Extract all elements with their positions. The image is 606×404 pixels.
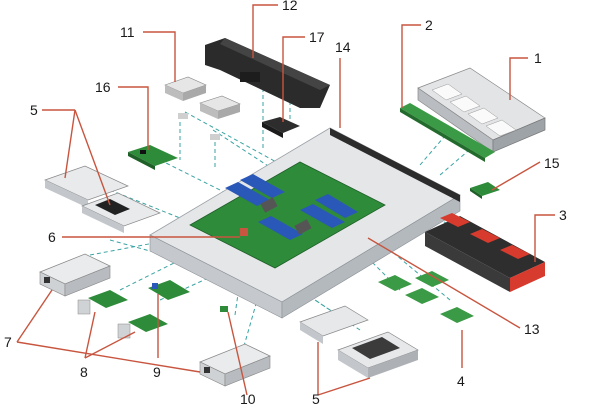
callout-11: 11: [120, 24, 135, 40]
riser-cage-lower: [299, 305, 369, 344]
callout-14: 14: [335, 39, 351, 55]
callout-7: 7: [4, 334, 12, 350]
callout-17: 17: [309, 29, 325, 45]
power-supply-1: [39, 253, 111, 297]
heatsink-2: [199, 95, 241, 140]
callout-6: 6: [48, 229, 56, 245]
motherboard: [189, 161, 386, 269]
callout-5a: 5: [30, 102, 38, 118]
callout-16: 16: [95, 79, 111, 95]
callout-2: 2: [425, 17, 433, 33]
power-supply-2: [199, 343, 271, 387]
heatsink-1: [164, 76, 207, 119]
drive-cage: [417, 67, 546, 153]
fan-module: [425, 213, 545, 292]
callout-3: 3: [559, 207, 567, 223]
small-connector: [220, 306, 228, 312]
drive-bay-lower: [81, 192, 161, 233]
memory-modules: [378, 271, 474, 323]
air-duct: [205, 38, 330, 108]
small-board: [470, 182, 500, 199]
drive-cage-lower: [337, 331, 419, 378]
expansion-card-1: [77, 290, 128, 315]
leader-lines: [16, 4, 555, 396]
callout-5b: 5: [312, 391, 320, 404]
callout-labels: 1 2 3 4 5 5 6 7 8 9 10 11 12 13 14 15 16…: [4, 0, 567, 404]
drive-backplane: [400, 103, 495, 162]
callout-1: 1: [534, 50, 542, 66]
callout-15: 15: [544, 155, 560, 171]
callout-8: 8: [80, 364, 88, 380]
callout-10: 10: [240, 391, 256, 404]
callout-9: 9: [153, 364, 161, 380]
small-module: [262, 117, 300, 138]
riser-card: [128, 145, 178, 170]
callout-4: 4: [457, 373, 465, 389]
expansion-card-2: [117, 314, 168, 339]
callout-12: 12: [282, 0, 298, 13]
ocp-card: [148, 280, 190, 300]
callout-13: 13: [524, 321, 540, 337]
